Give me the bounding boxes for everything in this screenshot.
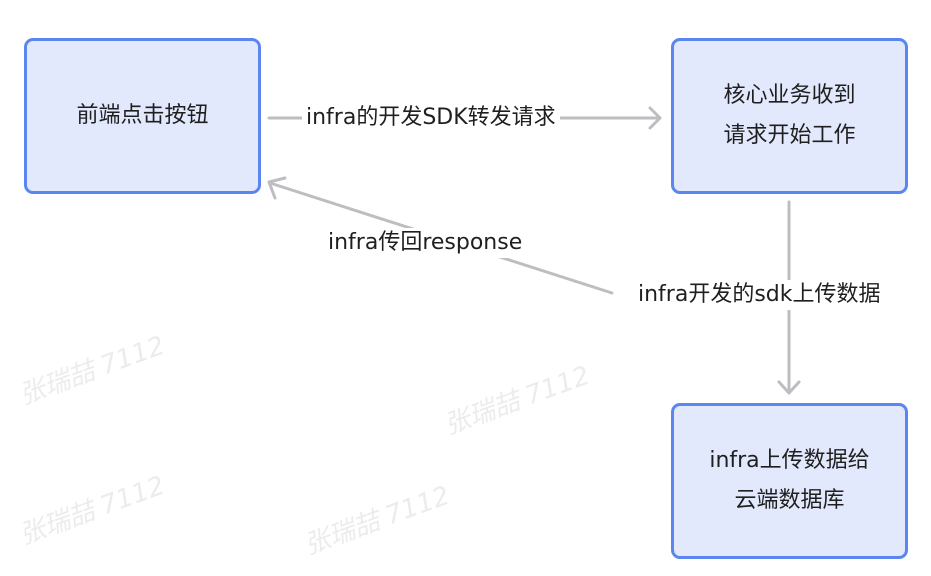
node-label-line: infra上传数据给 bbox=[709, 448, 870, 473]
arrowhead-forward bbox=[648, 106, 662, 130]
node-label: 前端点击按钮 bbox=[76, 103, 209, 128]
edge-label-forward: infra的开发SDK转发请求 bbox=[302, 103, 560, 133]
node-label-line: 云端数据库 bbox=[734, 488, 845, 513]
node-label: infra上传数据给云端数据库 bbox=[709, 441, 869, 521]
node-core-business[interactable]: 核心业务收到请求开始工作 bbox=[671, 38, 908, 194]
arrowhead-upload bbox=[777, 380, 801, 395]
node-label-line: 核心业务收到 bbox=[723, 83, 856, 108]
node-frontend-click[interactable]: 前端点击按钮 bbox=[24, 38, 261, 194]
edge-label-upload: infra开发的sdk上传数据 bbox=[634, 280, 885, 310]
node-label-line: 请求开始工作 bbox=[723, 123, 856, 148]
node-upload-cloud-db[interactable]: infra上传数据给云端数据库 bbox=[671, 403, 908, 559]
edge-label-response: infra传回response bbox=[324, 228, 527, 258]
arrowhead-response bbox=[267, 176, 287, 200]
node-label: 核心业务收到请求开始工作 bbox=[723, 76, 855, 156]
